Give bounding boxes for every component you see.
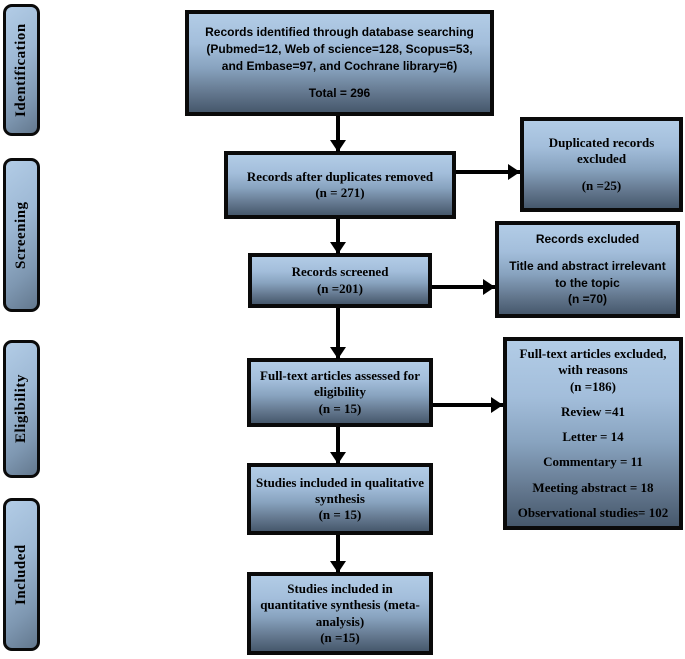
quantitative-text: Studies included in quantitative synthes… (260, 581, 420, 629)
arrow-down-fulltext-to-qualitative-icon (336, 427, 340, 464)
fulltext-assessed-count: (n = 15) (318, 400, 362, 416)
box-duplicated-excluded: Duplicated records excluded (n =25) (520, 117, 683, 212)
stage-identification: Identification (3, 4, 40, 136)
after-duplicates-count: (n = 271) (315, 185, 365, 200)
stage-included: Included (3, 498, 40, 651)
stage-identification-label: Identification (13, 23, 29, 117)
stage-eligibility: Eligibility (3, 340, 40, 478)
fulltext-excluded-reason-commentary: Commentary = 11 (543, 454, 643, 470)
box-fulltext-excluded: Full-text articles excluded, with reason… (503, 337, 683, 530)
box-records-identified: Records identified through database sear… (185, 10, 494, 116)
qualitative-text: Studies included in qualitative synthesi… (256, 474, 424, 506)
arrow-down-identified-to-duplicates-icon (336, 116, 340, 152)
box-records-screened: Records screened (n =201) (248, 253, 432, 308)
duplicated-excluded-count: (n =25) (581, 177, 622, 193)
records-excluded-title: Records excluded (535, 231, 640, 246)
duplicated-excluded-text: Duplicated records excluded (548, 135, 655, 167)
records-screened-text: Records screened (291, 264, 389, 280)
stage-included-label: Included (13, 544, 29, 605)
box-quantitative-synthesis: Studies included in quantitative synthes… (247, 572, 433, 655)
fulltext-excluded-title: Full-text articles excluded, with reason… (519, 346, 667, 378)
records-identified-total: Total = 296 (308, 85, 371, 100)
records-excluded-count: (n =70) (567, 292, 607, 307)
records-excluded-reason: Title and abstract irrelevant to the top… (509, 258, 666, 290)
fulltext-excluded-count: (n =186) (569, 378, 617, 394)
records-identified-text: Records identified through database sear… (205, 25, 474, 73)
arrow-right-to-duplicated-excluded-icon (456, 170, 520, 174)
fulltext-assessed-text: Full-text articles assessed for eligibil… (260, 368, 420, 400)
box-records-excluded: Records excluded Title and abstract irre… (495, 221, 680, 318)
box-qualitative-synthesis: Studies included in qualitative synthesi… (247, 463, 433, 535)
records-screened-count: (n =201) (316, 280, 364, 296)
arrow-right-to-fulltext-excluded-icon (433, 403, 503, 407)
box-fulltext-assessed: Full-text articles assessed for eligibil… (247, 358, 433, 427)
box-after-duplicates: Records after duplicates removed (n = 27… (224, 151, 456, 219)
stage-eligibility-label: Eligibility (13, 374, 29, 444)
arrow-down-duplicates-to-screened-icon (336, 219, 340, 254)
arrow-down-qualitative-to-quantitative-icon (336, 535, 340, 573)
stage-screening-label: Screening (13, 201, 29, 269)
quantitative-count: (n =15) (320, 629, 360, 645)
arrow-right-to-records-excluded-icon (432, 285, 495, 289)
qualitative-count: (n = 15) (318, 507, 362, 523)
fulltext-excluded-reason-observational: Observational studies= 102 (517, 504, 669, 520)
fulltext-excluded-reason-letter: Letter = 14 (562, 429, 624, 444)
fulltext-excluded-reason-review: Review =41 (560, 403, 626, 419)
arrow-down-screened-to-fulltext-icon (336, 308, 340, 359)
fulltext-excluded-reason-meeting-abstract: Meeting abstract = 18 (532, 479, 654, 495)
stage-screening: Screening (3, 158, 40, 312)
after-duplicates-text: Records after duplicates removed (246, 168, 434, 184)
